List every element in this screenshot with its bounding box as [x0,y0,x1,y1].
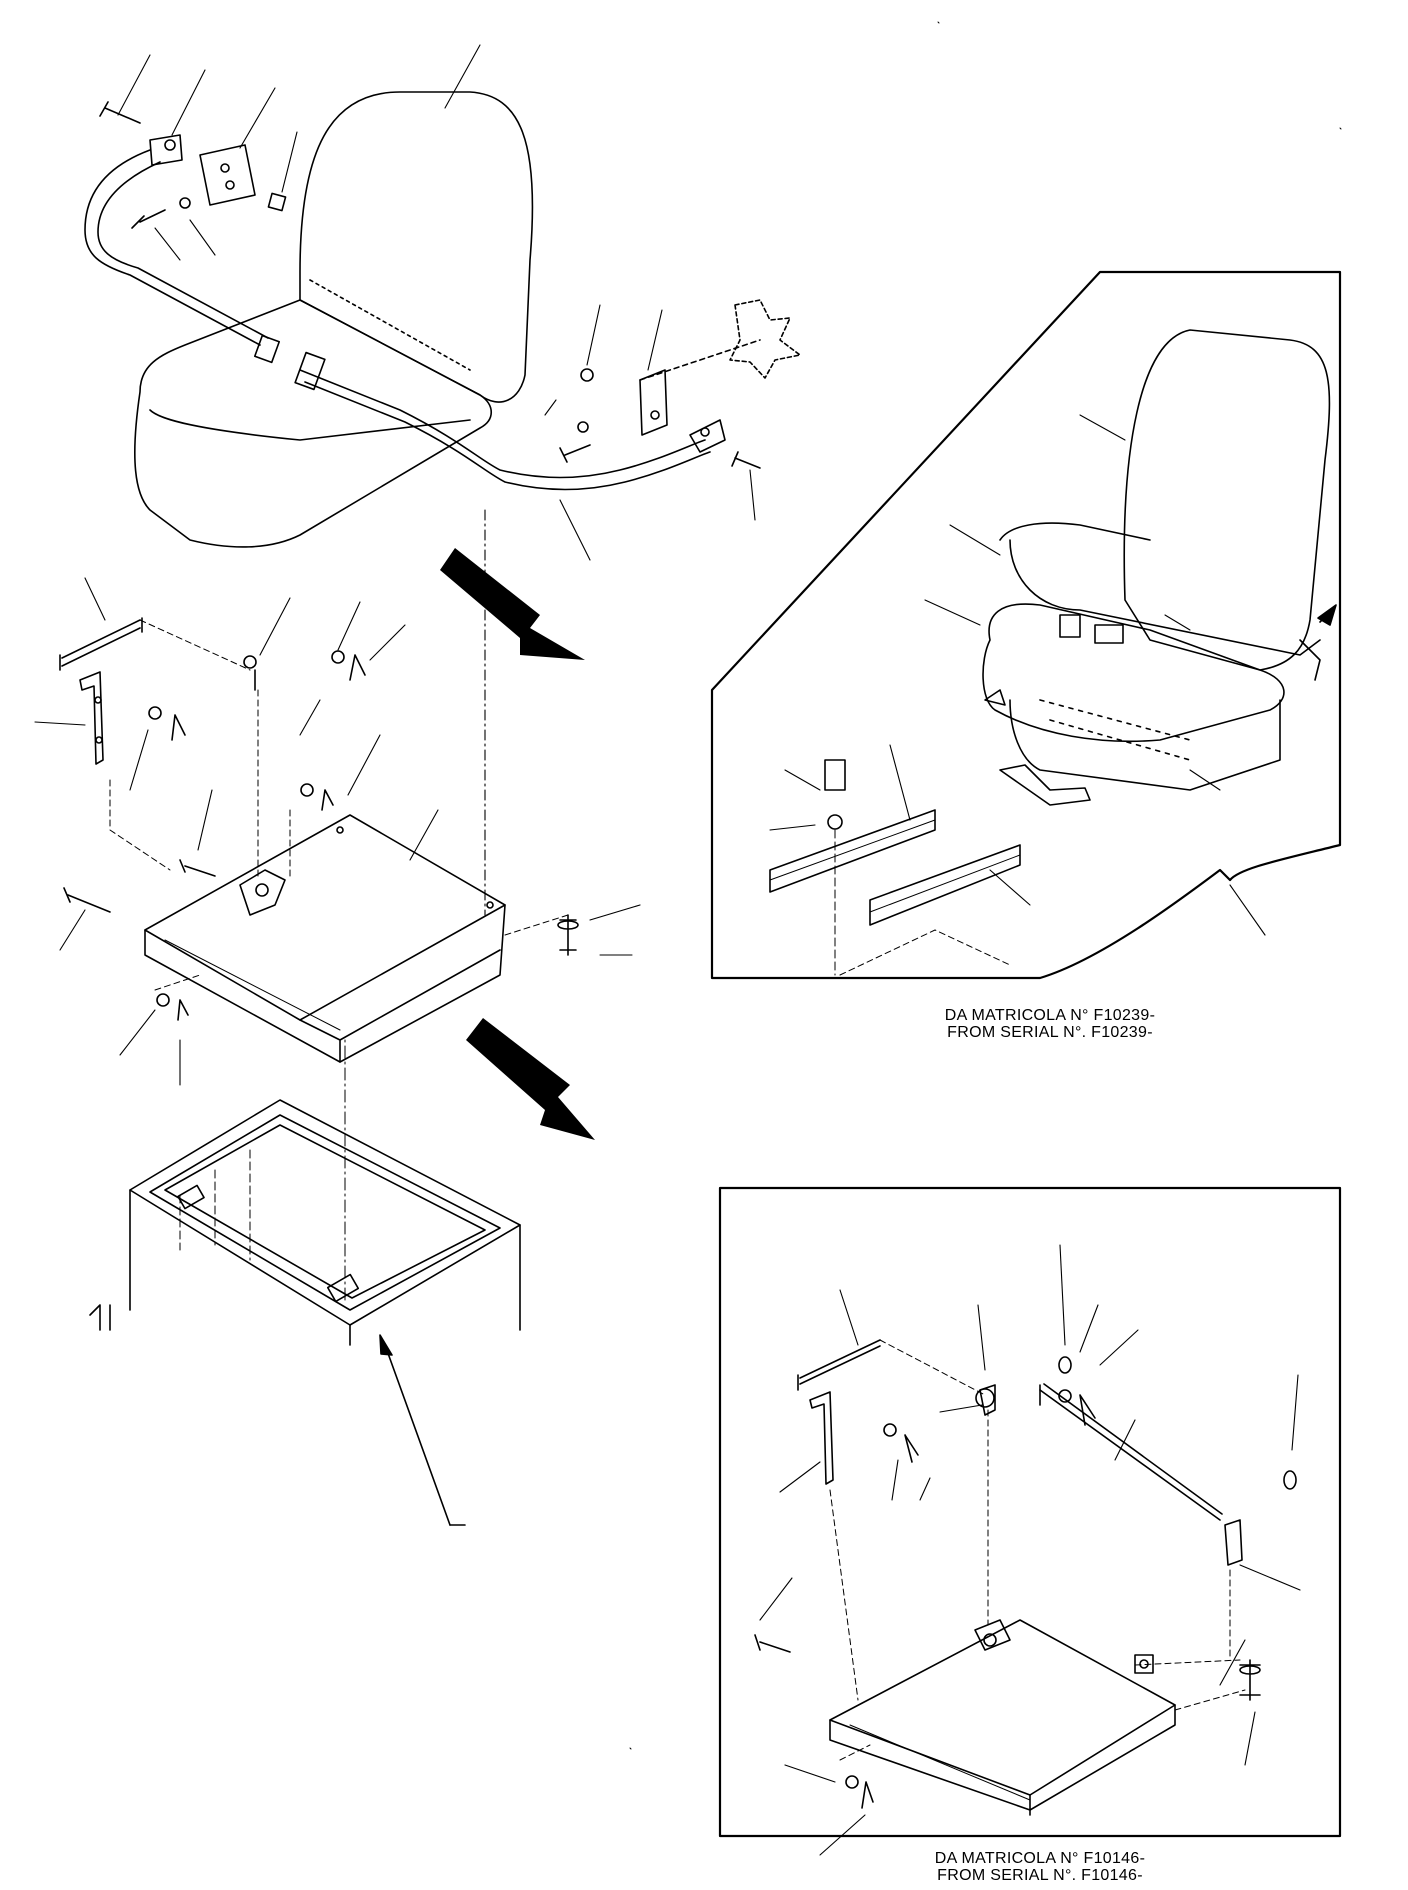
seat-icon [1123,329,1331,671]
seat-belt-buckle [253,334,281,364]
seat-assembly-top [84,44,801,916]
seat-cushion [134,299,493,548]
seat-belt-right [299,369,706,479]
serial-caption-en: FROM SERIAL N°. F10146- [937,1867,1143,1884]
seat-base-box [89,1039,521,1526]
serial-caption-it: DA MATRICOLA N° F10146- [934,1850,1146,1867]
serial-caption-en: FROM SERIAL N°. F10239- [947,1024,1153,1041]
seat-mount-plate [34,577,641,1086]
serial-caption-f10239: DA MATRICOLA N° F10239- FROM SERIAL N°. … [880,1007,1220,1041]
seat-variant-f10146 [718,1186,1342,1856]
seat-variant-f10239 [710,270,1342,980]
serial-caption-f10146: DA MATRICOLA N° F10146- FROM SERIAL N°. … [870,1850,1210,1884]
bracket-left [199,144,256,206]
seat-belt-left [84,149,261,346]
bolt-left [99,101,141,124]
serial-caption-it: DA MATRICOLA N° F10239- [944,1007,1156,1024]
pin-rod [59,617,143,671]
arrow-icon [440,548,595,1140]
bracket-right [639,369,668,436]
seat-backrest [299,91,534,403]
